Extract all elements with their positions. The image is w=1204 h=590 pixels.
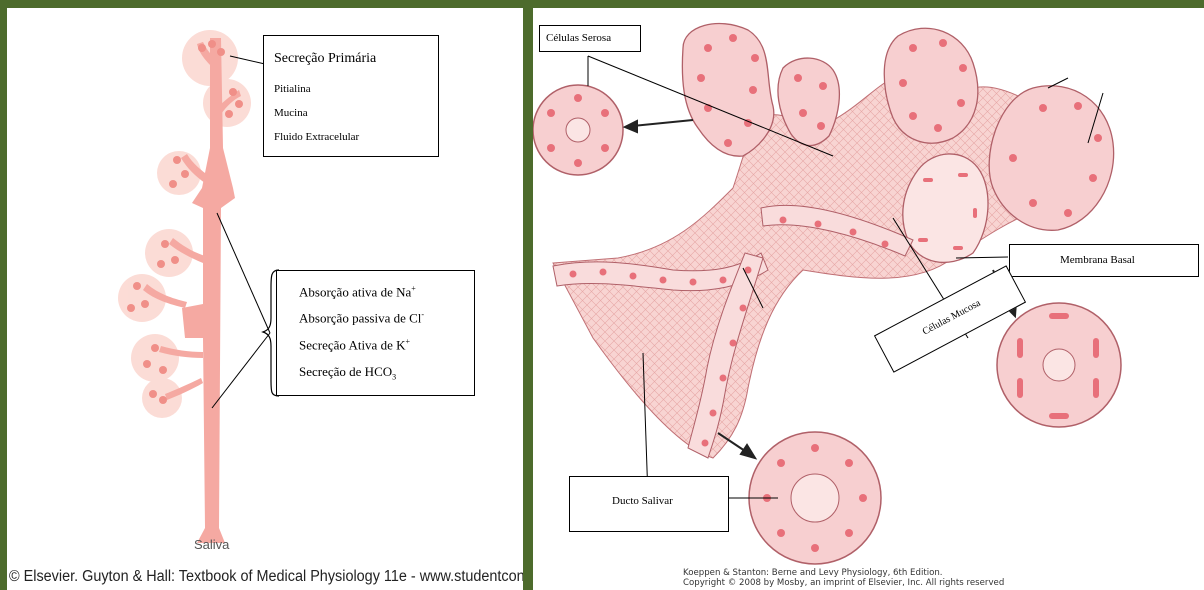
acinus-halos	[118, 30, 251, 418]
right-credit: Koeppen & Stanton: Berne and Levy Physio…	[683, 568, 1004, 588]
label-ducto: Ducto Salivar	[612, 495, 673, 507]
transport-line-hco3-sub: 3	[392, 373, 396, 382]
primary-secretion-box: Secreção Primária Pitialina Mucina Fluid…	[263, 35, 439, 157]
transport-line-na-sup: +	[411, 284, 416, 293]
transport-line-na: Absorção ativa de Na+	[299, 284, 416, 300]
transport-line-cl: Absorção passiva de Cl-	[299, 310, 424, 326]
duct-transport-box: Absorção ativa de Na+ Absorção passiva d…	[276, 270, 475, 396]
label-basal: Membrana Basal	[1060, 254, 1135, 266]
label-box-ducto: Ducto Salivar	[569, 476, 729, 532]
cross-section-serous	[533, 85, 623, 175]
transport-line-cl-sup: -	[421, 310, 424, 319]
duct-pointer-line-upper	[217, 213, 270, 333]
primary-item-mucina: Mucina	[274, 107, 308, 119]
transport-line-hco3: Secreção de HCO3	[299, 364, 396, 382]
duct-pointer-line-lower	[212, 333, 270, 408]
saliva-label: Saliva	[194, 537, 229, 552]
acinus-diagram-panel: Células Serosa Membrana Basal Células Mu…	[533, 8, 1204, 590]
primary-item-pitialina: Pitialina	[274, 83, 311, 95]
transport-line-k-text: Secreção Ativa de K	[299, 337, 405, 352]
transport-line-na-text: Absorção ativa de Na	[299, 284, 411, 299]
left-credit: © Elsevier. Guyton & Hall: Textbook of M…	[9, 568, 523, 586]
right-credit-line1: Koeppen & Stanton: Berne and Levy Physio…	[683, 568, 1004, 578]
transport-line-hco3-text: Secreção de HCO	[299, 364, 392, 379]
primary-item-fluido: Fluido Extracelular	[274, 131, 359, 143]
transport-line-cl-text: Absorção passiva de Cl	[299, 310, 421, 325]
right-credit-line2: Copyright © 2008 by Mosby, an imprint of…	[683, 578, 1004, 588]
label-serosa: Células Serosa	[546, 32, 611, 44]
cross-section-mucous	[997, 303, 1121, 427]
primary-secretion-title: Secreção Primária	[274, 51, 376, 67]
gland-diagram-panel: Secreção Primária Pitialina Mucina Fluid…	[7, 8, 523, 590]
label-box-basal: Membrana Basal	[1009, 244, 1199, 277]
transport-line-k-sup: +	[405, 337, 410, 346]
label-box-serosa: Células Serosa	[539, 25, 641, 52]
transport-line-k: Secreção Ativa de K+	[299, 337, 410, 353]
